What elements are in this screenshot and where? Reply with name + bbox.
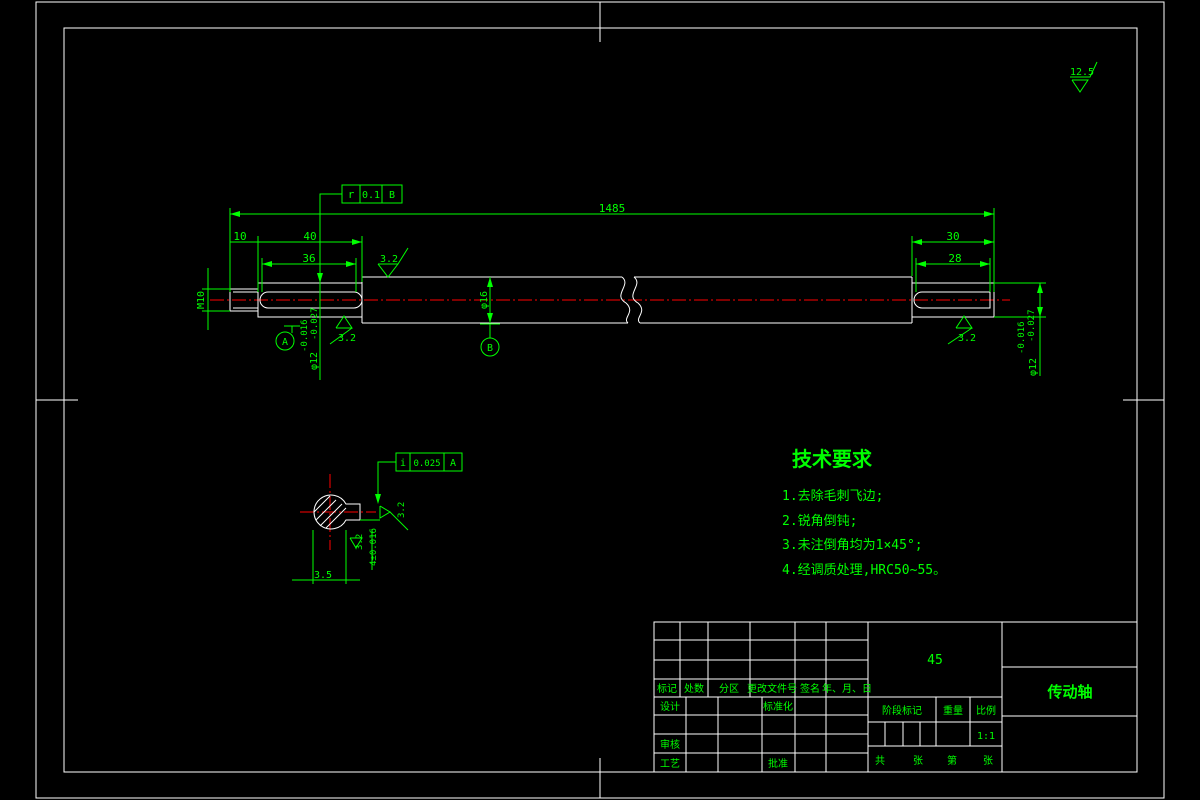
- title-material: 45: [927, 653, 943, 668]
- header-signature: 签名: [800, 682, 820, 695]
- roughness-symbol-corner: 12.5: [1070, 61, 1098, 93]
- datum-a: A: [275, 325, 300, 351]
- note-1: 1.去除毛刺飞边;: [782, 489, 883, 504]
- label-stage-mark: 阶段标记: [882, 704, 922, 717]
- header-mark: 标记: [657, 683, 677, 695]
- dim-right-diameter: φ12: [1028, 358, 1039, 376]
- roughness-left-journal-value: 3.2: [338, 333, 356, 344]
- roughness-symbol-left-journal: 3.2: [329, 315, 356, 345]
- roughness-symbol-right-journal: 3.2: [947, 315, 976, 345]
- drawing-frame: [63, 27, 1138, 773]
- title-block: 45 传动轴 标记 处数 分区 更改文件号 签名 年、月、日 设计 标准化 审核…: [653, 621, 1138, 773]
- datum-b-label: B: [487, 343, 493, 354]
- notes-title: 技术要求: [792, 447, 873, 471]
- label-approve: 批准: [768, 757, 788, 770]
- label-sheet-no: 第: [947, 754, 957, 767]
- label-sheet-unit: 张: [983, 755, 993, 767]
- section-key-width: 3.5: [314, 570, 332, 581]
- label-scale: 比例: [976, 704, 996, 717]
- title-scale: 1:1: [977, 731, 995, 742]
- dim-left-10: 10: [233, 230, 246, 243]
- runout-datum: B: [389, 190, 395, 201]
- datum-b: B: [480, 323, 500, 357]
- label-total: 共: [875, 755, 885, 767]
- shaft-body-left: [361, 276, 628, 324]
- dim-right-28: 28: [948, 252, 961, 265]
- label-process: 工艺: [660, 758, 680, 770]
- section-side-roughness: 3.2: [397, 502, 407, 518]
- section-key-roughness: 3.2: [355, 534, 365, 550]
- dim-right-tol-upper: -0.016: [1017, 321, 1027, 354]
- symmetry-symbol: i: [400, 458, 406, 469]
- label-review: 审核: [660, 738, 680, 751]
- header-zone: 分区: [719, 683, 739, 695]
- note-2: 2.锐角倒钝;: [782, 514, 857, 529]
- runout-value: 0.1: [362, 190, 380, 201]
- header-date: 年、月、日: [822, 682, 872, 695]
- technical-requirements: 技术要求 1.去除毛刺飞边; 2.锐角倒钝; 3.未注倒角均为1×45°; 4.…: [782, 447, 946, 578]
- header-change-doc: 更改文件号: [747, 682, 797, 695]
- right-journal: [911, 282, 995, 318]
- left-keyway: [259, 291, 363, 309]
- shaft-main-view: [210, 276, 1010, 324]
- roughness-symbol-mid: 3.2: [377, 247, 409, 278]
- datum-a-label: A: [282, 337, 288, 348]
- roughness-corner-value: 12.5: [1070, 67, 1094, 78]
- dim-left-40: 40: [303, 230, 316, 243]
- note-3: 3.未注倒角均为1×45°;: [782, 538, 923, 553]
- symmetry-value: 0.025: [413, 459, 440, 469]
- note-4: 4.经调质处理,HRC50~55。: [782, 563, 946, 578]
- dim-left-tol-upper: -0.016: [300, 319, 310, 352]
- runout-symbol: r: [348, 188, 355, 201]
- title-part-name: 传动轴: [1046, 683, 1092, 701]
- header-count: 处数: [684, 682, 704, 695]
- dim-left-tol-lower: -0.027: [310, 307, 320, 340]
- dim-left-36: 36: [302, 252, 315, 265]
- roughness-mid-value: 3.2: [380, 254, 398, 265]
- label-design: 设计: [660, 700, 680, 713]
- runout-tolerance-frame: r 0.1 B: [317, 184, 403, 283]
- label-sheets: 张: [913, 755, 923, 767]
- right-keyway: [913, 291, 991, 309]
- dim-right-30: 30: [946, 230, 959, 243]
- break-line-left: [620, 276, 631, 324]
- break-line-right: [632, 276, 643, 324]
- roughness-right-journal-value: 3.2: [958, 333, 976, 344]
- label-weight: 重量: [943, 704, 963, 717]
- section-key-depth: 4±0.016: [369, 528, 379, 566]
- dim-diameter-16: φ16: [479, 291, 490, 309]
- dim-overall-length: 1485: [599, 202, 626, 215]
- dim-left-diameter: φ12: [309, 352, 320, 370]
- section-outline: [313, 494, 361, 530]
- section-view: 4±0.016 3.5 i 0.025 A 3.2 3.2: [292, 452, 463, 584]
- sheet-outer-border: [35, 1, 1165, 799]
- label-standardize: 标准化: [763, 700, 793, 713]
- symmetry-datum: A: [450, 458, 456, 469]
- dim-right-tol-lower: -0.027: [1027, 309, 1037, 342]
- dim-thread: M10: [196, 291, 207, 309]
- dimension-lines: 1485 10 40 36 30 28 M10: [196, 202, 1046, 380]
